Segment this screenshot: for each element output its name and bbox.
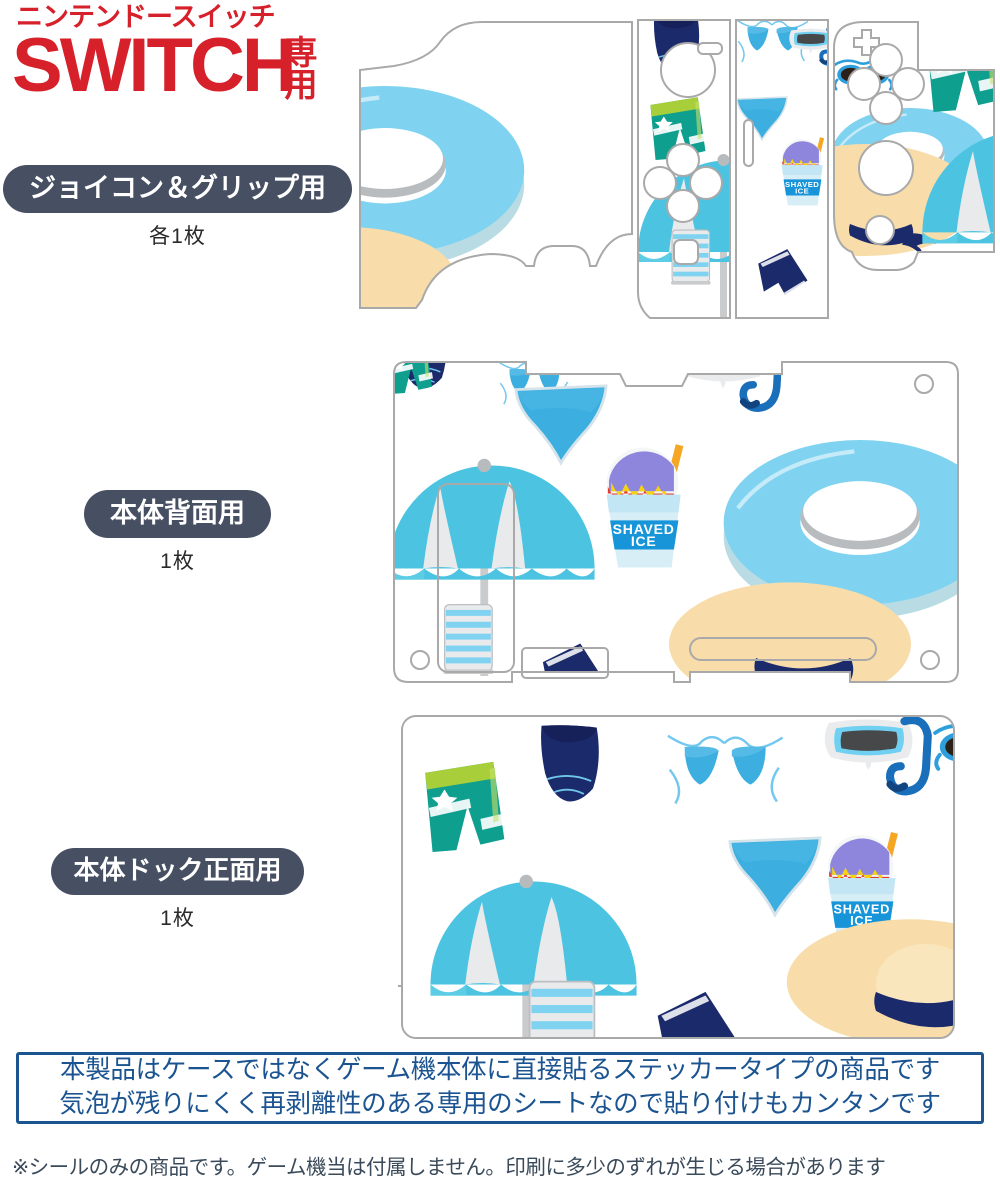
grip-left-outline [359,21,633,309]
joycon-left-stick-hole [660,42,716,98]
badge-console-back: 本体背面用 [84,490,271,539]
senyou-char-bottom: 用 [284,66,318,104]
y-button-hole [847,67,881,101]
count-console-back: 1枚 [160,550,195,574]
joycon-right-artwork [736,20,828,318]
screw-hole-top-right [914,374,934,394]
console-back-outline [393,361,959,683]
grip-right-outline [833,21,995,271]
sr-rail-hole [743,119,754,167]
joycon-right-outline [735,19,829,319]
badge-joycon-grip: ジョイコン＆グリップ用 [3,165,352,214]
vent-outline [689,637,877,661]
a-button-hole [891,67,925,101]
minus-button-hole [697,42,723,55]
notice-line-2: 気泡が残りにくく再剥離性のある専用のシートなので貼り付けもカンタンです [59,1090,941,1118]
dock-front-artwork [402,716,954,1038]
notice-box: 本製品はケースではなくゲーム機本体に直接貼るステッカータイプの商品です 気泡が残… [16,1052,984,1124]
dpad-up-hole [666,143,700,177]
grip-left-artwork [360,22,632,308]
console-back-skin [390,352,962,692]
senyou-char-top: 専 [284,34,318,71]
fineprint-disclaimer: ※シールのみの商品です。ゲーム機当は付属しません。印刷に多少のずれが生じる場合が… [12,1156,886,1179]
badge-dock-front: 本体ドック正面用 [51,848,304,896]
home-button-hole [865,215,895,245]
b-button-hole [869,91,903,125]
joycon-left-outline [637,19,731,319]
screw-hole-bottom-right [920,650,940,670]
console-back-artwork [394,362,958,682]
joycon-right-stick-hole [858,140,914,196]
capture-button-hole [673,239,699,265]
screw-hole-bottom-left [410,650,430,670]
dock-front-skin [398,710,962,1044]
section-label-joycon: ジョイコン＆グリップ用 各1枚 [0,165,355,250]
dpad-left-hole [643,166,677,200]
x-button-hole [869,43,903,77]
count-dock-front: 1枚 [160,907,195,931]
cartridge-slot-outline [521,647,609,679]
dpad-down-hole [666,189,700,223]
dpad-right-hole [689,166,723,200]
section-label-console-back: 本体背面用 1枚 [0,490,355,575]
count-joycon-grip: 各1枚 [149,225,206,249]
section-label-dock-front: 本体ドック正面用 1枚 [0,848,355,932]
senyou-vertical-label: 専 用 [281,34,321,104]
kickstand-outline [437,483,515,673]
brand-kana-line: ニンテンドースイッチ [16,2,276,32]
notice-line-1: 本製品はケースではなくゲーム機本体に直接貼るステッカータイプの商品です [60,1056,940,1085]
switch-wordmark: SWITCH [12,23,297,108]
joycon-grip-skin [358,8,996,330]
product-header: ニンテンドースイッチ SWITCH 専 用 [0,0,355,120]
dock-front-outline [401,715,955,1039]
